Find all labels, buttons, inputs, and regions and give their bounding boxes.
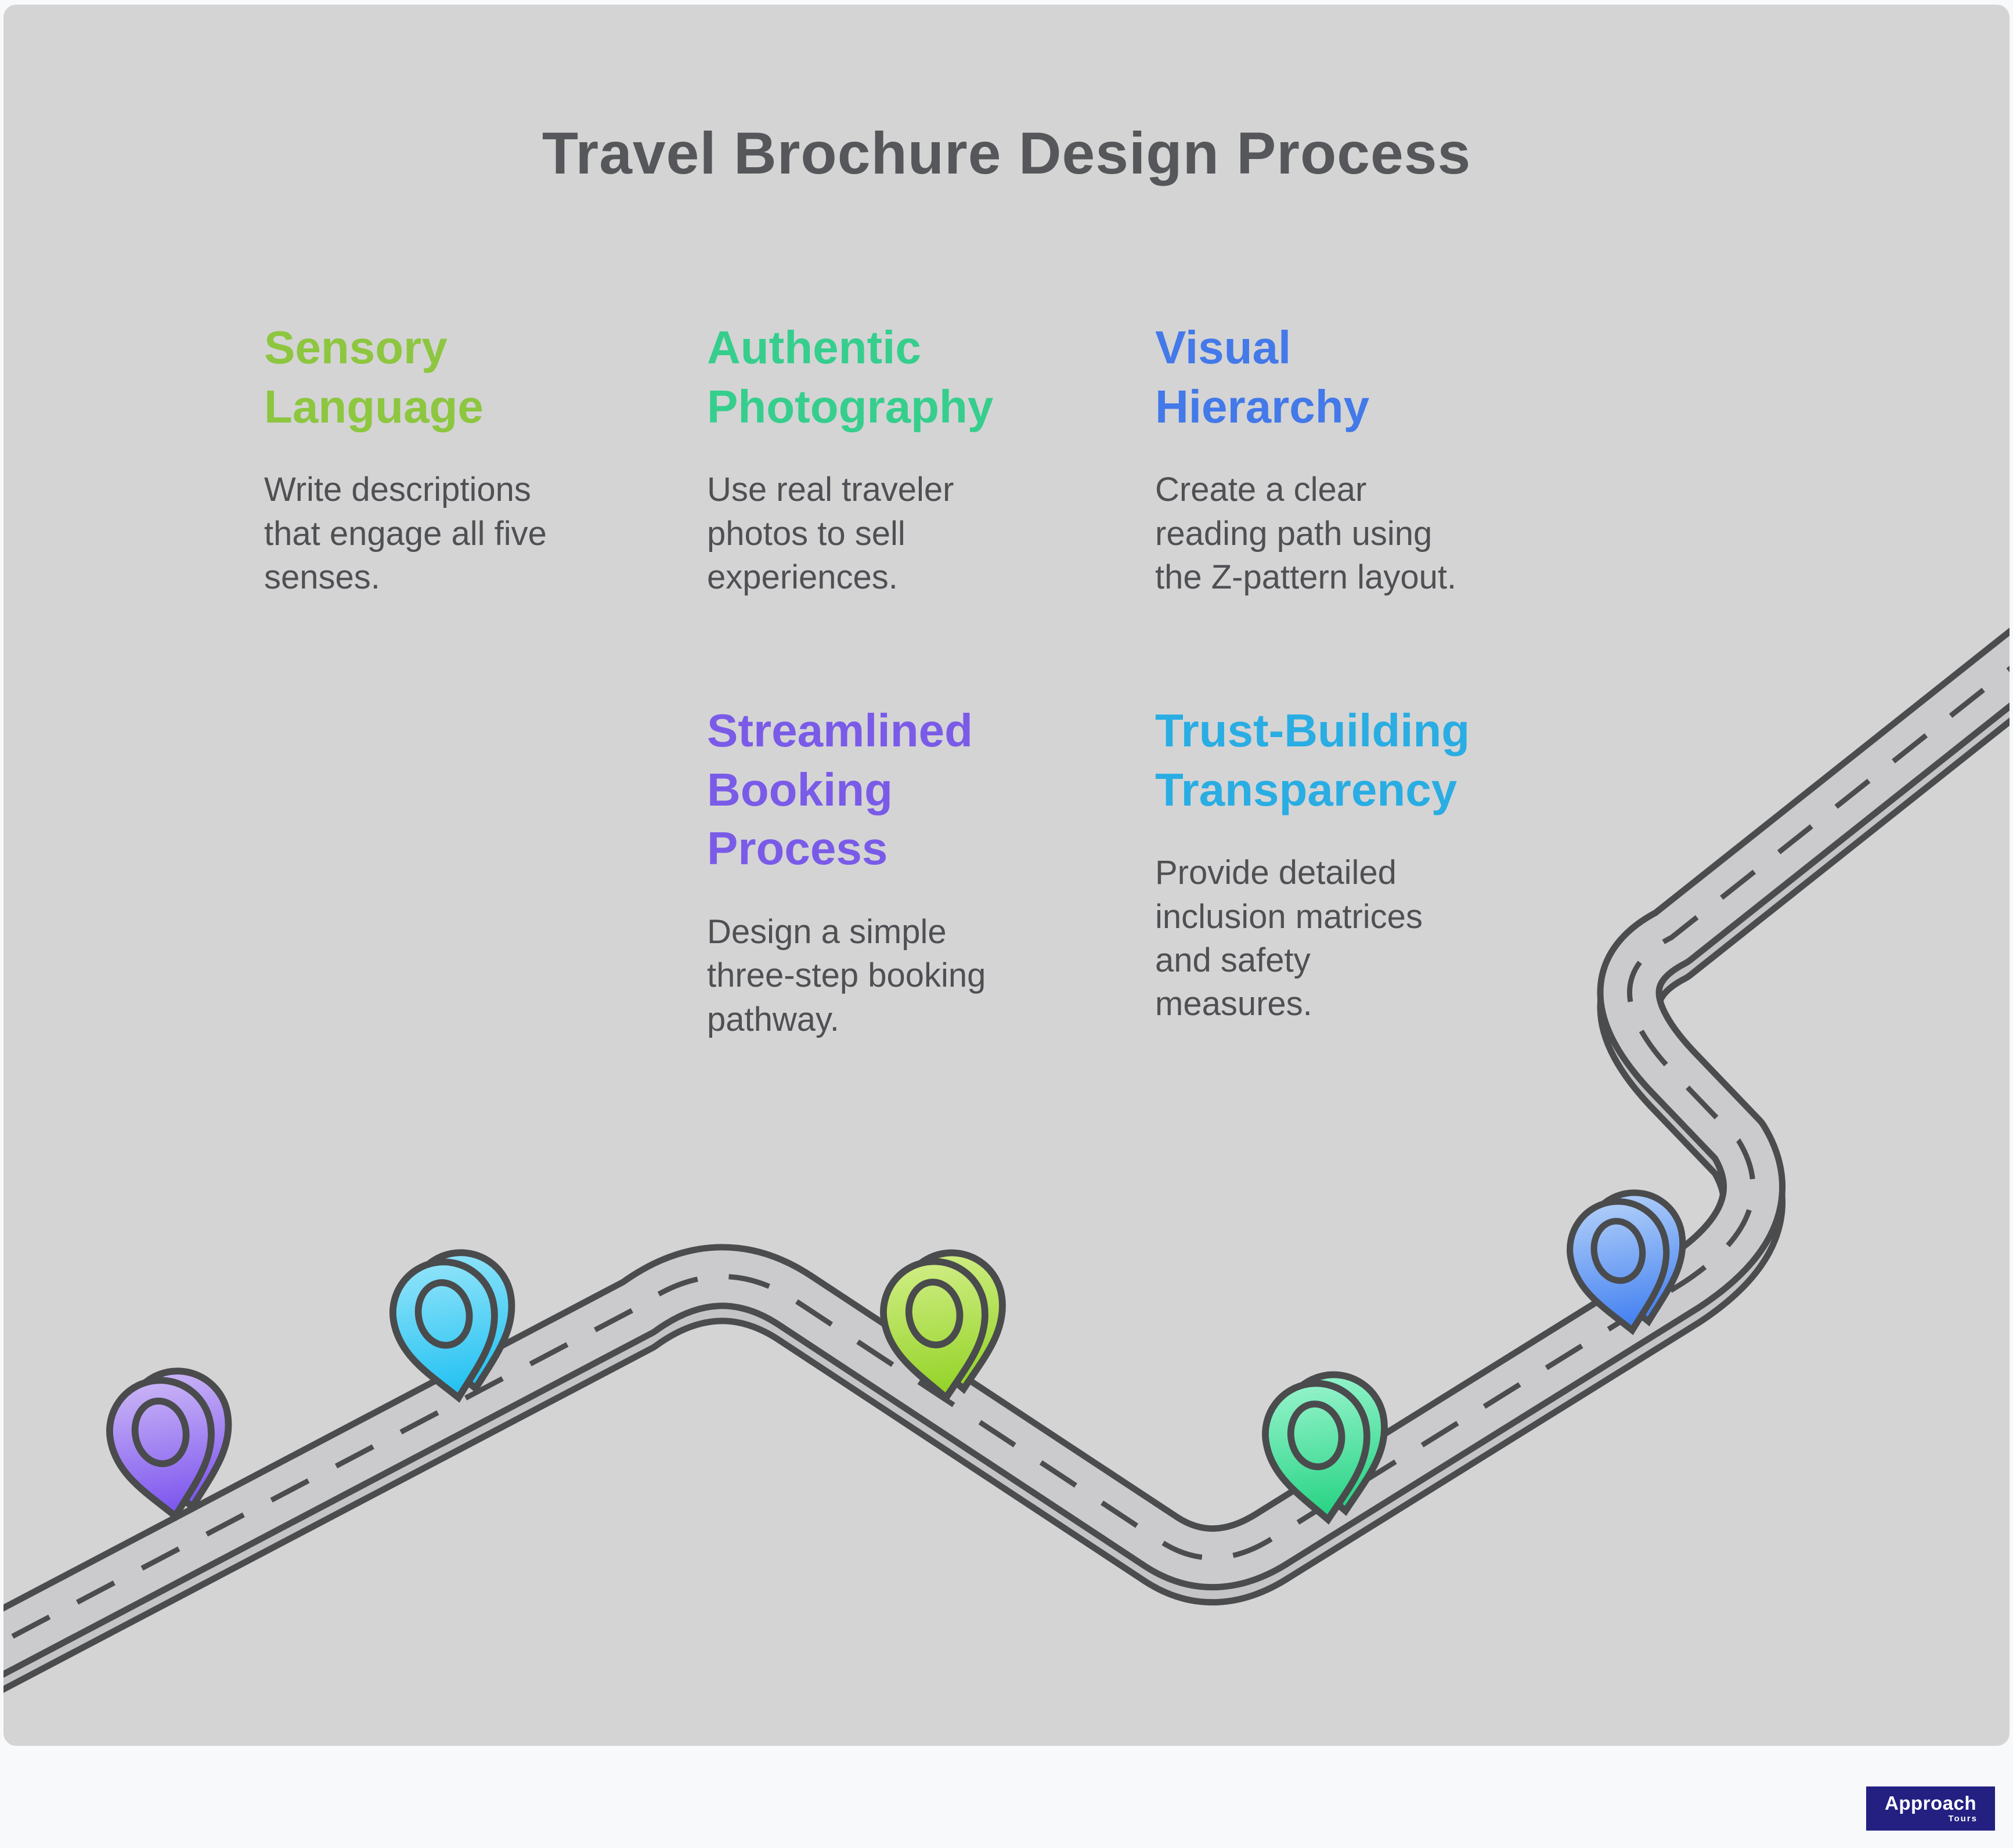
pin-ring bbox=[414, 1279, 473, 1349]
step-sensory-language: Sensory Language Write descriptions that… bbox=[264, 318, 612, 599]
pin-ring bbox=[1287, 1401, 1345, 1471]
step-authentic-photography: Authentic Photography Use real traveler … bbox=[707, 318, 1032, 599]
brand-subtitle: Tours bbox=[1948, 1813, 1978, 1824]
map-pin-authentic-photography bbox=[1258, 1368, 1397, 1526]
step-heading: Sensory Language bbox=[264, 322, 484, 432]
map-pin-streamlined-booking-process bbox=[100, 1363, 243, 1525]
step-heading: Authentic Photography bbox=[707, 322, 994, 432]
map-pin-visual-hierarchy bbox=[1561, 1185, 1697, 1339]
step-visual-hierarchy: Visual Hierarchy Create a clear reading … bbox=[1155, 318, 1527, 599]
brand-name: Approach bbox=[1884, 1792, 1976, 1814]
page-title: Travel Brochure Design Process bbox=[542, 120, 1471, 186]
pin-ring bbox=[131, 1398, 190, 1467]
canvas-panel: Travel Brochure Design Process Sensory L… bbox=[3, 5, 2010, 1746]
map-pin-trust-building-transparency bbox=[384, 1244, 526, 1406]
step-description: Create a clear reading path using the Z-… bbox=[1155, 471, 1457, 596]
step-description: Provide detailed inclusion matrices and … bbox=[1155, 854, 1423, 1023]
step-description: Use real traveler photos to sell experie… bbox=[707, 471, 954, 596]
map-pin-sensory-language bbox=[876, 1246, 1015, 1405]
brand-logo: Approach Tours bbox=[1866, 1786, 1995, 1831]
pin-ring bbox=[1590, 1218, 1646, 1284]
step-heading: Trust-Building Transparency bbox=[1155, 705, 1470, 815]
step-description: Write descriptions that engage all five … bbox=[264, 471, 547, 596]
road-map-illustration bbox=[3, 627, 2010, 1693]
step-description: Design a simple three-step booking pathw… bbox=[707, 912, 986, 1038]
step-heading: Visual Hierarchy bbox=[1155, 322, 1370, 432]
step-streamlined-booking-process: Streamlined Booking Process Design a sim… bbox=[707, 701, 1044, 1041]
road-centerline bbox=[3, 666, 2010, 1644]
step-trust-building-transparency: Trust-Building Transparency Provide deta… bbox=[1155, 701, 1527, 1026]
pin-ring bbox=[905, 1279, 964, 1349]
step-heading: Streamlined Booking Process bbox=[707, 705, 973, 875]
